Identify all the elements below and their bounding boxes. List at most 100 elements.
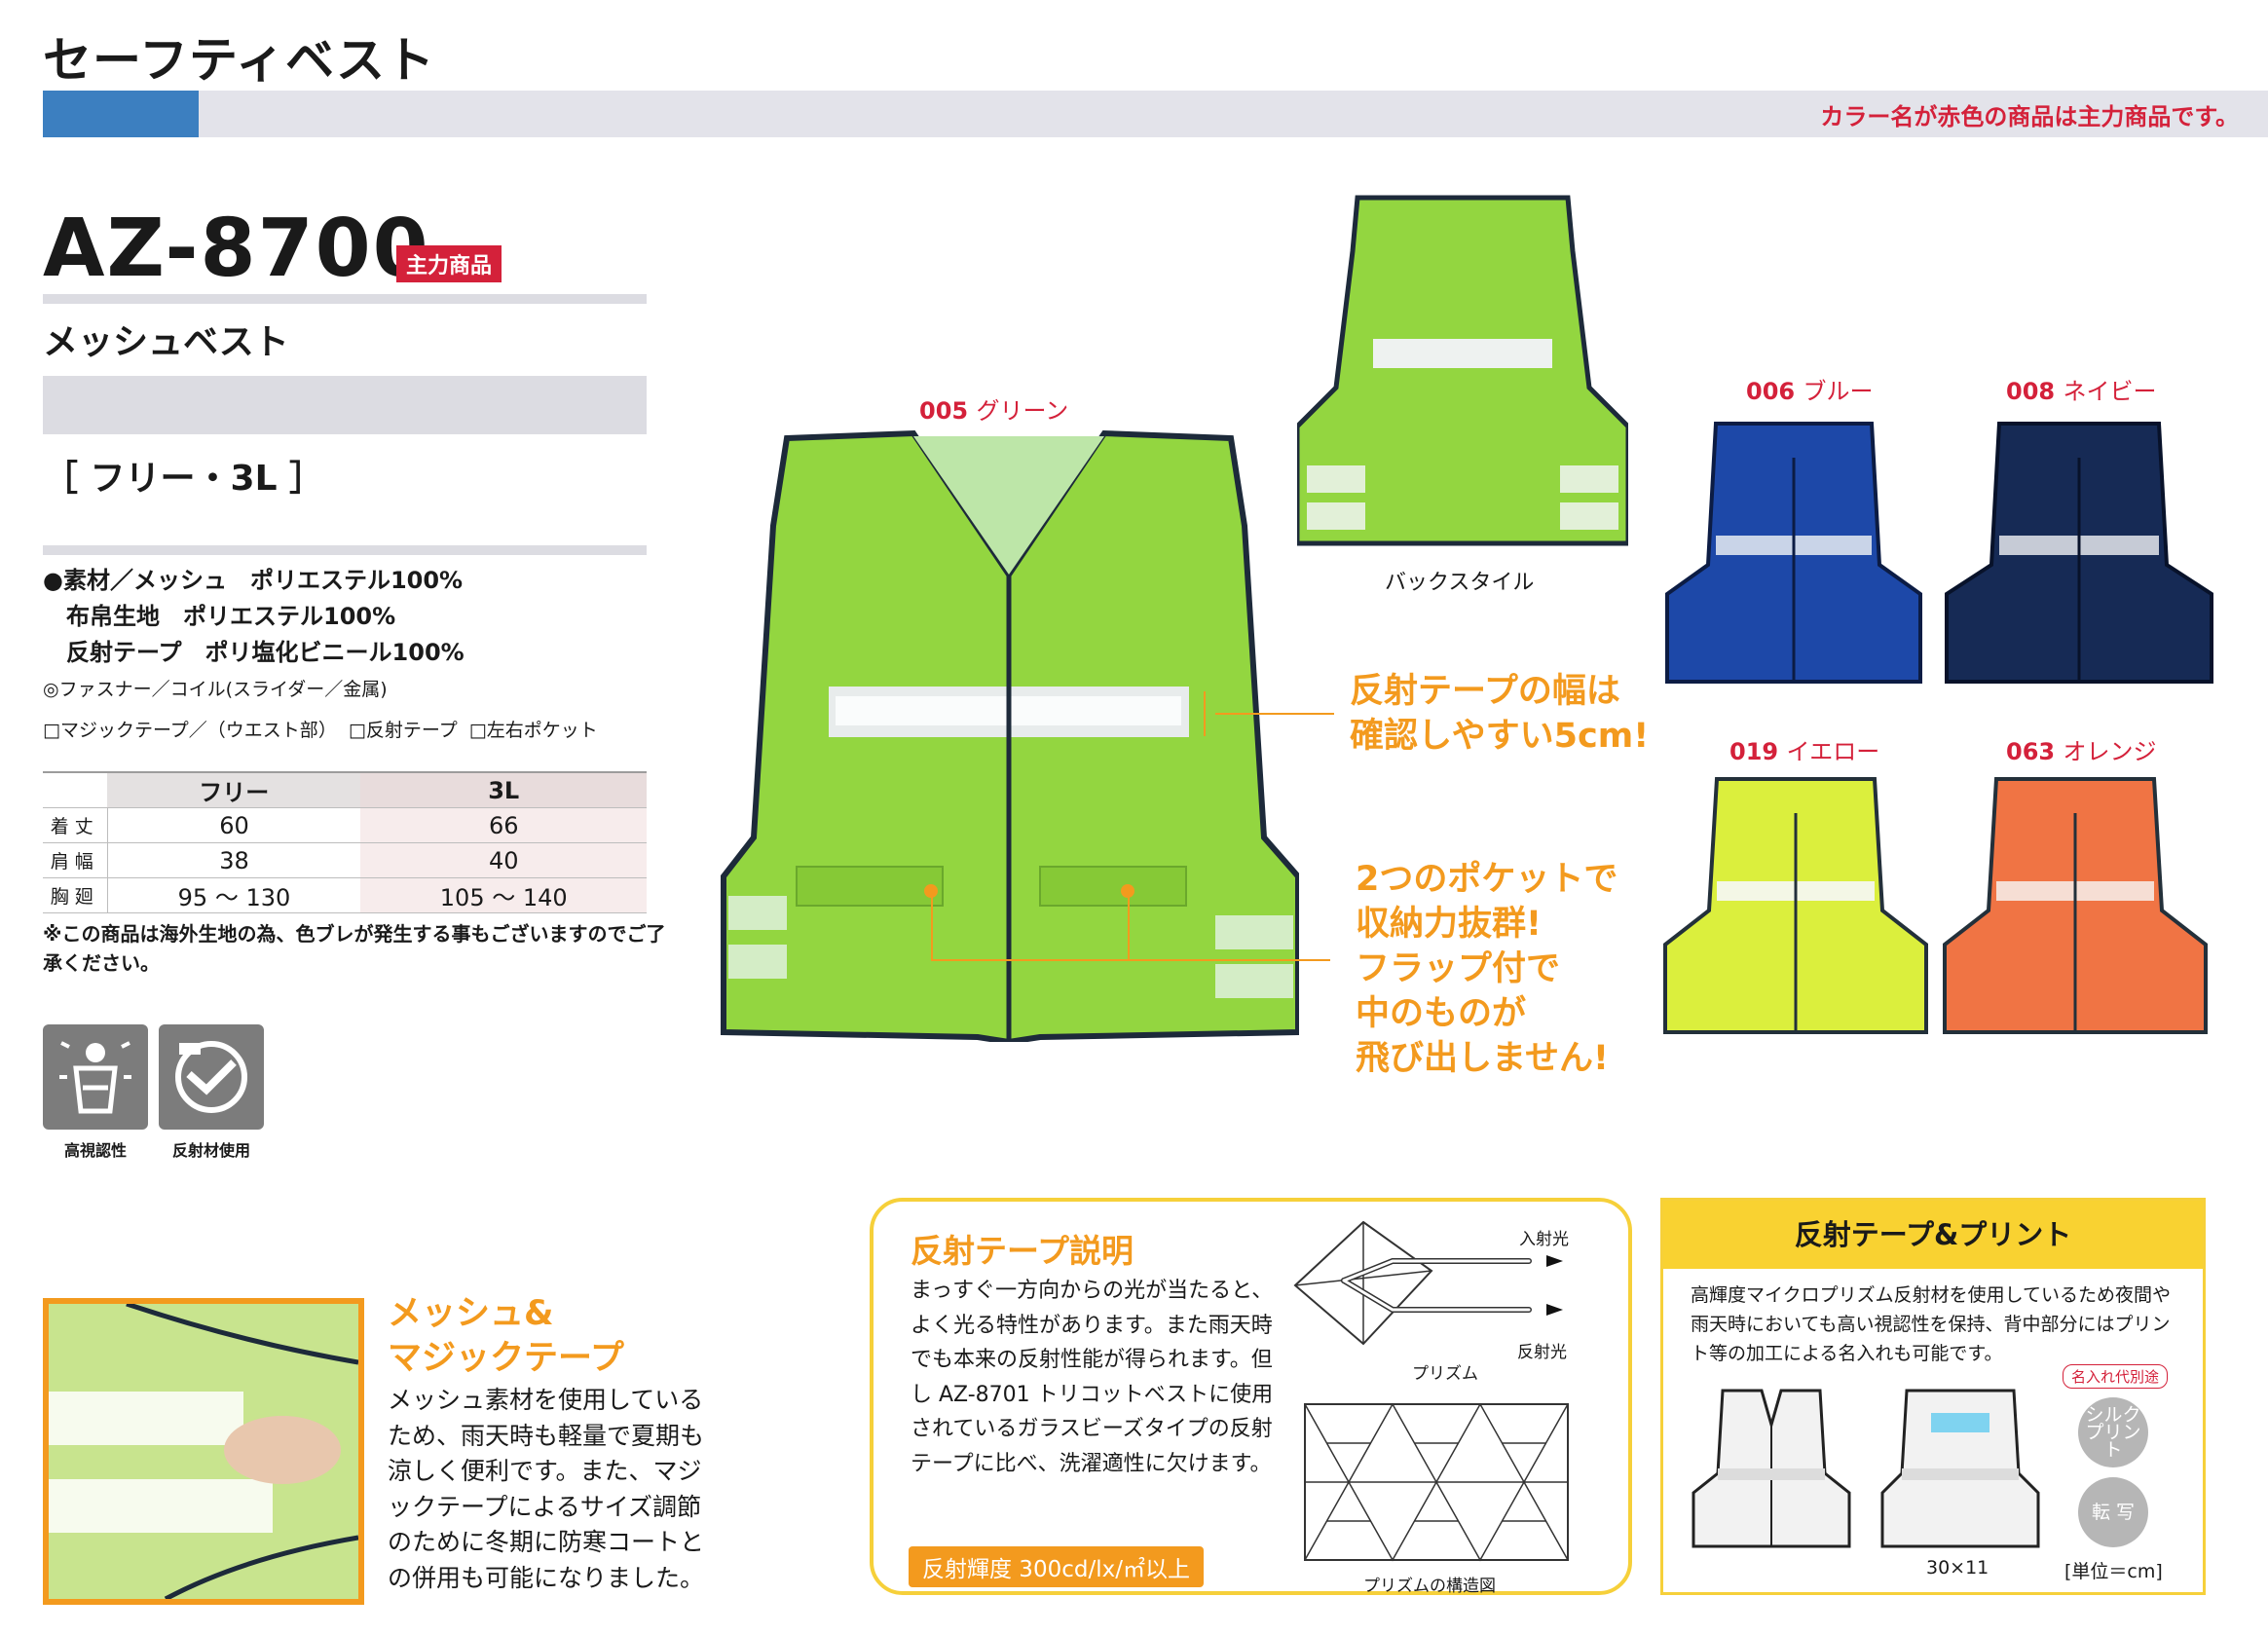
callout-leader bbox=[1128, 893, 1130, 961]
color-name: オレンジ bbox=[2063, 738, 2157, 765]
table-cell: 105 〜 140 bbox=[360, 877, 647, 913]
page-title: セーフティベスト bbox=[43, 32, 435, 89]
color-label-orange: 063 オレンジ bbox=[2006, 732, 2156, 766]
callout-line: 中のものが bbox=[1356, 994, 1527, 1033]
print-vest-back bbox=[1880, 1389, 2040, 1548]
callout-line: 確認しやすい5cm! bbox=[1350, 717, 1650, 756]
feature-label: 高視認性 bbox=[63, 1141, 127, 1160]
back-style-caption: バックスタイル bbox=[1385, 571, 1535, 595]
callout-line: 飛び出しません! bbox=[1356, 1039, 1609, 1078]
reflective-material-icon bbox=[159, 1024, 264, 1130]
prism-label: プリズム bbox=[1412, 1364, 1478, 1384]
callout-line: フラップ付で bbox=[1356, 949, 1561, 988]
tape-width-arrow bbox=[1204, 691, 1206, 736]
feature-reflective: 反射材使用 bbox=[159, 1024, 264, 1161]
color-label-blue: 006 ブルー bbox=[1746, 372, 1873, 406]
material-spec: ●素材／メッシュ ポリエステル100% 布帛生地 ポリエステル100% 反射テー… bbox=[43, 563, 465, 671]
color-name: ネイビー bbox=[2063, 378, 2157, 405]
print-title: 反射テープ&プリント bbox=[1663, 1201, 2203, 1269]
table-header-row: フリー 3L bbox=[43, 771, 647, 808]
silk-print-option: シルク プリント bbox=[2078, 1397, 2148, 1467]
table-cell: 60 bbox=[107, 807, 361, 843]
divider bbox=[43, 294, 647, 304]
color-name: グリーン bbox=[976, 397, 1069, 425]
color-code: 063 bbox=[2006, 738, 2056, 765]
print-vest-front bbox=[1692, 1389, 1851, 1548]
model-number: AZ-8700 bbox=[43, 203, 430, 295]
print-description: 高輝度マイクロプリズム反射材を使用しているため夜間や雨天時においても高い視認性を… bbox=[1691, 1284, 2172, 1364]
callout-leader bbox=[931, 959, 1330, 961]
row-label: 胸廻 bbox=[43, 877, 108, 913]
vest-back-image bbox=[1297, 195, 1628, 546]
table-cell: 40 bbox=[360, 842, 647, 878]
spec-line: 反射テープ ポリ塩化ビニール100% bbox=[43, 639, 465, 666]
table-row: 肩幅 38 40 bbox=[43, 842, 647, 878]
feature-label: 反射材使用 bbox=[171, 1141, 250, 1160]
prism-diagram bbox=[1293, 1220, 1563, 1346]
color-label-green: 005 グリーン bbox=[919, 391, 1068, 426]
vest-yellow-image bbox=[1663, 777, 1928, 1034]
divider bbox=[43, 545, 647, 555]
mesh-title-line: マジックテープ bbox=[388, 1339, 624, 1378]
mesh-photo bbox=[43, 1298, 364, 1605]
vest-main-image bbox=[721, 429, 1299, 1042]
feature-high-visibility: 高視認性 bbox=[43, 1024, 148, 1161]
vest-orange-image bbox=[1943, 777, 2208, 1034]
incident-light-label: 入射光 bbox=[1519, 1230, 1569, 1249]
header-bar bbox=[43, 91, 2268, 137]
color-label-navy: 008 ネイビー bbox=[2006, 372, 2156, 406]
color-code: 019 bbox=[1729, 738, 1779, 765]
table-cell: 66 bbox=[360, 807, 647, 843]
unit-label: [単位＝cm] bbox=[2064, 1561, 2163, 1582]
tape-explanation-title: 反射テープ説明 bbox=[911, 1232, 1134, 1270]
name-print-badge: 名入れ代別途 bbox=[2063, 1364, 2169, 1389]
size-table: フリー 3L 着丈 60 66 肩幅 38 40 胸廻 95 〜 130 105… bbox=[43, 771, 647, 913]
tape-explanation-body: まっすぐ一方向からの光が当たると、よく光る特性があります。また雨天時でも本来の反… bbox=[911, 1279, 1274, 1476]
callout-line: 2つのポケットで bbox=[1356, 860, 1618, 899]
main-product-badge: 主力商品 bbox=[396, 245, 502, 282]
table-header-cell bbox=[43, 771, 107, 808]
color-code: 008 bbox=[2006, 378, 2056, 405]
row-label: 肩幅 bbox=[43, 842, 108, 878]
tape-callout: 反射テープの幅は 確認しやすい5cm! bbox=[1350, 669, 1649, 759]
callout-leader bbox=[1215, 713, 1334, 715]
prism-structure-diagram bbox=[1304, 1402, 1569, 1562]
color-name: ブルー bbox=[1803, 378, 1874, 405]
callout-leader bbox=[931, 893, 933, 961]
table-row: 胸廻 95 〜 130 105 〜 140 bbox=[43, 877, 647, 913]
header-accent bbox=[43, 91, 199, 137]
table-row: 着丈 60 66 bbox=[43, 807, 647, 843]
options-spec: □マジックテープ／（ウエスト部） □反射テープ □左右ポケット bbox=[43, 720, 598, 741]
mesh-description: メッシュ素材を使用しているため、雨天時も軽量で夏期も涼しく便利です。また、マジッ… bbox=[388, 1386, 705, 1592]
color-label-yellow: 019 イエロー bbox=[1729, 732, 1879, 766]
table-cell: 95 〜 130 bbox=[107, 877, 361, 913]
pocket-callout: 2つのポケットで 収納力抜群! フラップ付で 中のものが 飛び出しません! bbox=[1356, 857, 1617, 1081]
high-visibility-icon bbox=[43, 1024, 148, 1130]
spec-line: 布帛生地 ポリエステル100% bbox=[43, 603, 396, 630]
size-range: ［ フリー・3L ］ bbox=[43, 459, 325, 499]
callout-line: 収納力抜群! bbox=[1356, 905, 1542, 944]
reflected-light-label: 反射光 bbox=[1517, 1343, 1567, 1362]
spec-line: ●素材／メッシュ ポリエステル100% bbox=[43, 567, 464, 594]
prism-structure-label: プリズムの構造図 bbox=[1363, 1577, 1496, 1596]
transfer-print-option: 転 写 bbox=[2078, 1477, 2148, 1547]
print-size: 30×11 bbox=[1926, 1557, 1989, 1578]
color-code: 006 bbox=[1746, 378, 1796, 405]
color-code: 005 bbox=[919, 397, 969, 425]
product-name: メッシュベスト bbox=[43, 322, 289, 362]
vest-blue-image bbox=[1665, 422, 1922, 684]
reflectivity-badge: 反射輝度 300cd/lx/㎡以上 bbox=[909, 1546, 1204, 1587]
table-header-cell: フリー bbox=[107, 771, 361, 808]
print-box: 反射テープ&プリント 高輝度マイクロプリズム反射材を使用しているため夜間や雨天時… bbox=[1660, 1198, 2206, 1595]
mesh-title: メッシュ& マジックテープ bbox=[388, 1291, 624, 1381]
fastener-spec: ◎ファスナー／コイル(スライダー／金属) bbox=[43, 679, 388, 700]
table-header-cell: 3L bbox=[360, 771, 647, 808]
header-note: カラー名が赤色の商品は主力商品です。 bbox=[1820, 103, 2239, 130]
row-label: 着丈 bbox=[43, 807, 108, 843]
vest-navy-image bbox=[1945, 422, 2213, 684]
mesh-title-line: メッシュ& bbox=[388, 1294, 554, 1333]
color-note: ※この商品は海外生地の為、色ブレが発生する事もございますのでご了承ください。 bbox=[43, 922, 666, 975]
color-name: イエロー bbox=[1786, 738, 1880, 765]
divider bbox=[43, 376, 647, 434]
callout-line: 反射テープの幅は bbox=[1350, 672, 1620, 711]
